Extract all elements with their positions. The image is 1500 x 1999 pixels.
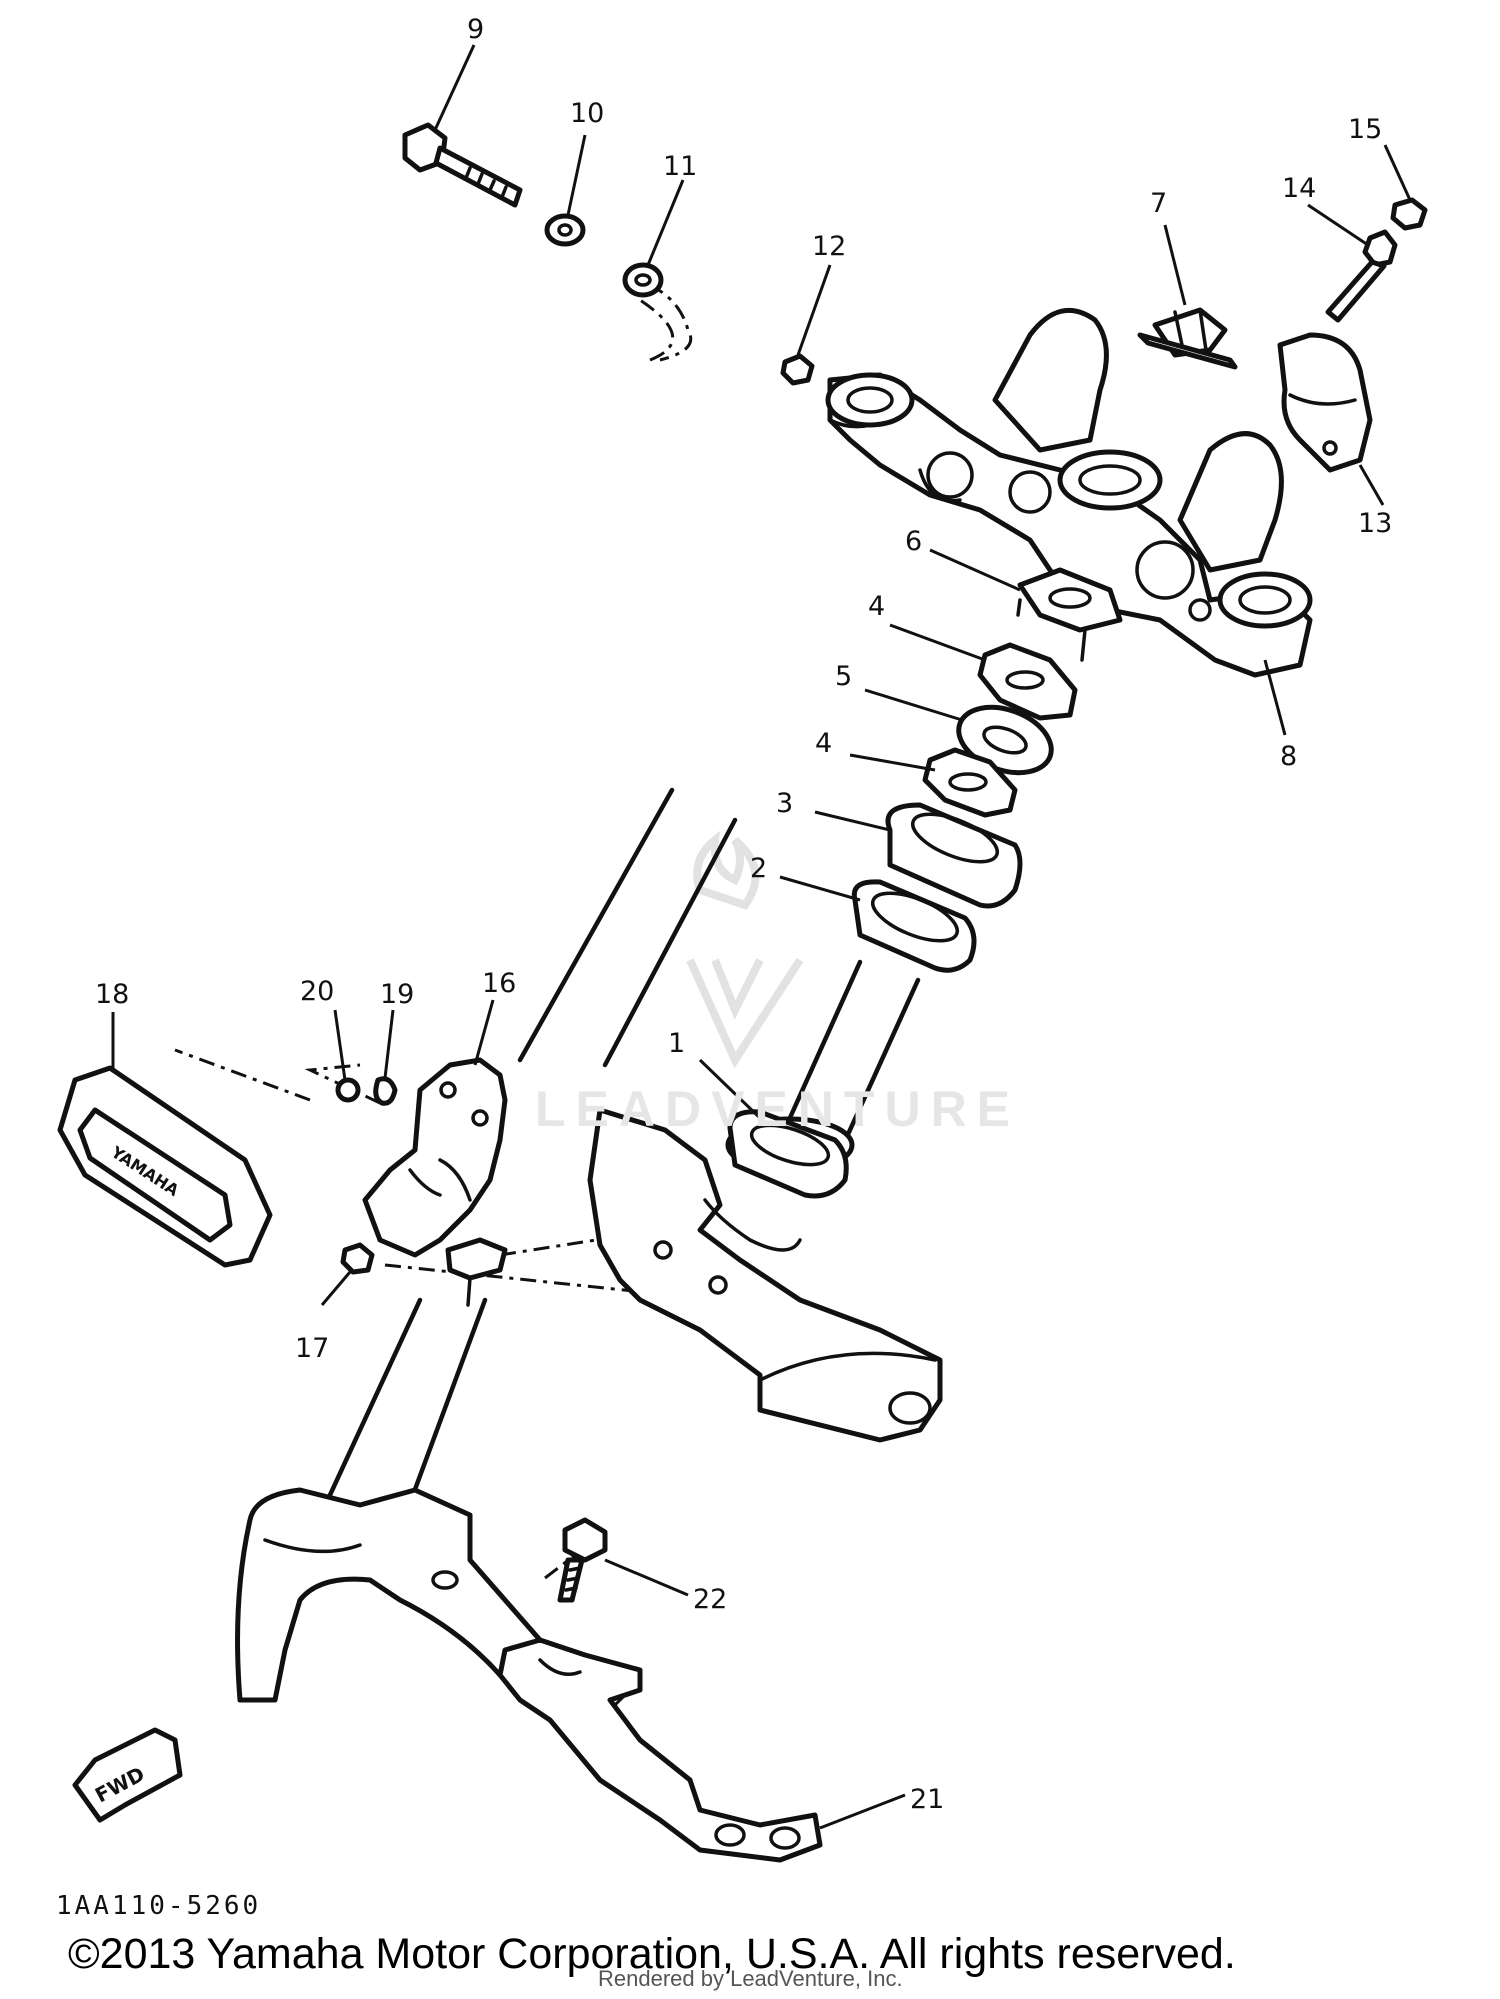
- part-18-cover: YAMAHA: [57, 1065, 273, 1268]
- callout-6: 6: [905, 526, 922, 557]
- part-19-grommet: [373, 1076, 398, 1106]
- callout-16: 16: [482, 968, 516, 999]
- part-7-cap-nut: [1137, 307, 1238, 370]
- part-11-washer: [622, 262, 664, 298]
- callout-18: 18: [95, 979, 129, 1010]
- callout-13: 13: [1358, 508, 1392, 539]
- callout-9: 9: [467, 14, 484, 45]
- part-1-bearing: [727, 1109, 849, 1199]
- callout-2: 2: [750, 853, 767, 884]
- callout-1: 1: [668, 1028, 685, 1059]
- forward-arrow-icon: FWD: [72, 1727, 183, 1823]
- part-2-bearing: [851, 879, 977, 973]
- callout-4a: 4: [868, 591, 885, 622]
- part-20-collar: [335, 1077, 361, 1103]
- upper-bracket: [825, 307, 1313, 678]
- callout-4b: 4: [815, 728, 832, 759]
- callout-22: 22: [693, 1584, 727, 1615]
- front-fender: [235, 1487, 543, 1703]
- callout-17: 17: [295, 1333, 329, 1364]
- callout-8: 8: [1280, 741, 1297, 772]
- part-13-handlebar-holder: [1277, 332, 1373, 473]
- callout-12: 12: [812, 231, 846, 262]
- part-3-bearing-cover: [885, 802, 1023, 909]
- part-16-bracket: [362, 1057, 508, 1307]
- part-21-guide: [497, 1637, 823, 1863]
- callout-5: 5: [835, 661, 852, 692]
- callout-10: 10: [570, 98, 604, 129]
- part-14-bolt: [1325, 229, 1398, 323]
- copyright-notice: ©2013 Yamaha Motor Corporation, U.S.A. A…: [68, 1930, 1236, 1978]
- drawing-code: 1AA110-5260: [56, 1891, 262, 1921]
- callout-11: 11: [663, 151, 697, 182]
- watermark-text: LEADVENTURE: [535, 1081, 1021, 1137]
- part-15-nut: [1390, 197, 1428, 231]
- part-4-ring-nut-lower: [922, 747, 1018, 818]
- leadventure-logo-watermark: [686, 830, 804, 1069]
- callout-numbers: 1 2 3 4 5 4 6 7 8 9 10 11 12 13 14 15 16…: [95, 14, 1392, 1815]
- part-17-screw: [340, 1242, 375, 1275]
- callout-3: 3: [776, 788, 793, 819]
- part-10-washer: [544, 213, 586, 247]
- part-22-bolt: [557, 1517, 608, 1603]
- leader-lines: [111, 44, 1412, 1830]
- render-credit: Rendered by LeadVenture, Inc.: [598, 1966, 903, 1991]
- callout-21: 21: [910, 1784, 944, 1815]
- callout-7: 7: [1150, 188, 1167, 219]
- callout-20: 20: [300, 976, 334, 1007]
- part-9-bolt: [402, 122, 523, 208]
- part-4-ring-nut-upper: [977, 642, 1078, 721]
- part-5-washer: [956, 704, 1054, 776]
- part-12-nut: [780, 353, 815, 386]
- callout-15: 15: [1348, 114, 1382, 145]
- callout-14: 14: [1282, 173, 1316, 204]
- callout-19: 19: [380, 979, 414, 1010]
- part-6-special-washer: [1016, 567, 1123, 662]
